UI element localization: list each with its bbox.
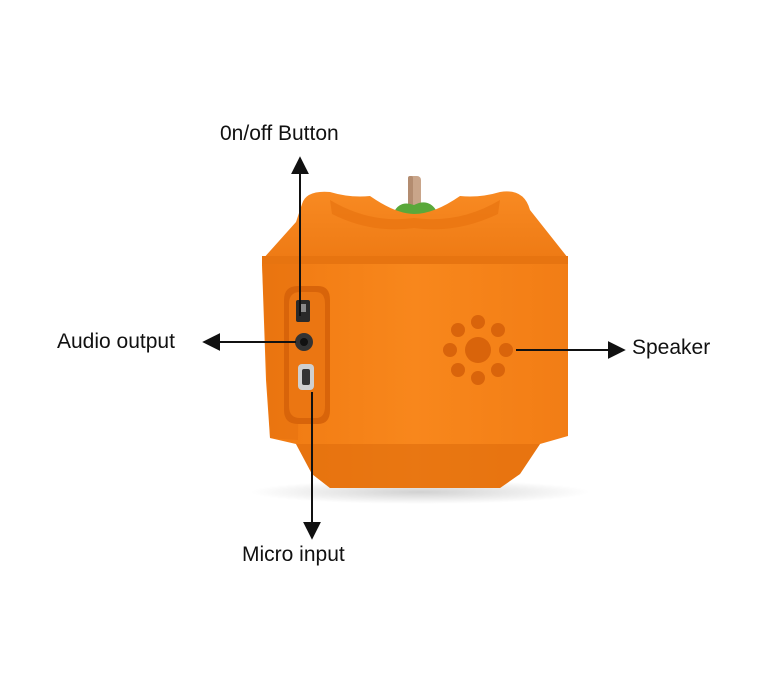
micro-usb-port-icon	[298, 364, 314, 390]
label-audio-output: Audio output	[57, 330, 175, 353]
label-onoff-button: 0n/off Button	[220, 122, 339, 145]
speaker-grille-icon	[443, 315, 513, 385]
power-switch-icon	[296, 300, 310, 322]
pumpkin-speaker-image	[250, 176, 590, 504]
label-micro-input: Micro input	[242, 543, 345, 566]
label-speaker: Speaker	[632, 336, 711, 359]
audio-jack-icon	[295, 333, 313, 351]
